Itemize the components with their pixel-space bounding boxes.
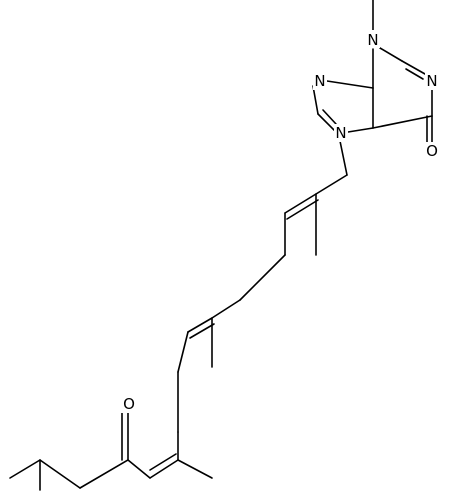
bond-c5-c6 (211, 299, 241, 319)
atom-o-ketone: O (121, 395, 137, 413)
bond-c11-c12 (127, 459, 151, 479)
atom-n7: N (334, 124, 348, 142)
atom-n3: N (366, 30, 380, 49)
atom-o-ketone-label: O (123, 395, 135, 413)
bond-c10-c11 (149, 459, 179, 479)
bond-c6-c5 (372, 115, 433, 129)
bond-c8-n7-double (322, 109, 337, 125)
bond-n7-c5 (347, 127, 374, 133)
bond-c7-c8 (177, 331, 189, 373)
bond-c6-c7 (187, 317, 213, 333)
bond-c6-c7-double (189, 323, 215, 339)
bond-c12-c13 (79, 459, 129, 489)
bond-layer (9, 0, 433, 491)
bond-n9-c8 (312, 85, 319, 115)
bond-n3-c2 (379, 47, 403, 62)
atom-label-layer: N N O N N O (121, 30, 440, 413)
bond-c2-c3 (284, 193, 317, 214)
atom-o6-label: O (426, 142, 438, 160)
bond-c4-c5 (239, 254, 286, 301)
bond-c13-c14 (39, 459, 81, 489)
bond-c8-n7 (317, 113, 335, 131)
atom-o6: O (424, 142, 440, 160)
atom-n1: N (425, 72, 439, 90)
bond-n7-ch2 (339, 140, 348, 176)
bond-c2-c3-double (286, 199, 319, 220)
atom-n9-label: N (314, 72, 325, 90)
atom-n7-label: N (335, 124, 346, 142)
atom-n9: N (313, 72, 327, 90)
bond-c2-n1 (401, 60, 426, 75)
bond-c10-c11-double (149, 453, 177, 471)
bond-c1-c2 (315, 174, 348, 195)
bond-c10-methyl (177, 459, 213, 479)
bond-c14-methyl-a (9, 459, 41, 479)
bond-c4-n9 (326, 80, 374, 89)
atom-n1-label: N (426, 72, 437, 90)
atom-n3-label: N (367, 31, 378, 49)
bond-c2-n1-double (405, 68, 424, 80)
